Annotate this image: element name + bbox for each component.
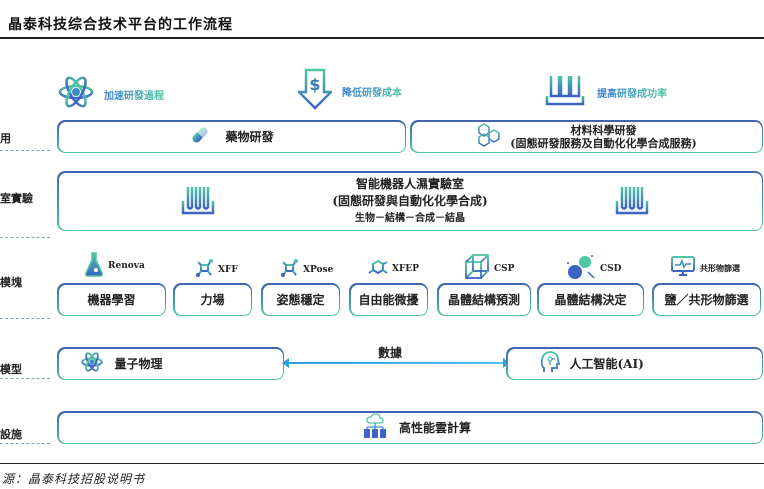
materials-rd-title: 材料科學研發	[570, 123, 637, 137]
module-box-csd: 晶體結構決定	[537, 283, 644, 316]
module-head-csp: CSP	[464, 253, 514, 285]
goal-label: 降低研發成本	[342, 84, 402, 99]
module-name: Renova	[108, 261, 145, 271]
module-head-xff: XFF	[196, 259, 238, 281]
row-label-lab: 室實驗	[0, 192, 33, 205]
row-divider	[0, 443, 50, 444]
module-name: CSP	[494, 264, 515, 274]
drug-rd-label: 藥物研發	[225, 130, 274, 144]
module-name: XFEP	[392, 264, 419, 274]
row-divider	[0, 150, 50, 151]
materials-rd-subtitle: (固態研發服務及自動化化學合成服務)	[510, 136, 697, 150]
module-head-screening: 共形物篩選	[670, 255, 740, 281]
quantum-physics-box: 量子物理	[57, 347, 284, 380]
row-divider	[0, 318, 50, 319]
monitor-icon	[670, 255, 696, 281]
atom-icon	[80, 351, 103, 377]
drug-rd-box: 藥物研發	[57, 120, 406, 153]
module-head-xfep: XFEP	[368, 257, 419, 281]
module-name: XPose	[303, 265, 334, 275]
module-label: 力場	[200, 293, 225, 307]
spheres-icon	[566, 253, 596, 285]
capsule-icon	[189, 124, 211, 150]
page-title: 晶泰科技综合技术平台的工作流程	[8, 17, 233, 33]
test-tubes-icon	[615, 185, 649, 221]
module-box-pose: 姿態穩定	[261, 283, 340, 316]
goal-accelerate: 加速研發過程	[58, 75, 164, 113]
module-label: 晶體結構決定	[554, 293, 627, 307]
data-connector-label: 數據	[378, 346, 403, 360]
module-label: 自由能微擾	[358, 293, 419, 307]
hpc-box: 高性能雲計算	[57, 411, 763, 444]
lab-title: 智能機器人濕實驗室	[355, 176, 464, 191]
module-head-renova: Renova	[84, 251, 145, 281]
network-icon	[368, 257, 388, 281]
row-label-models: 模型	[0, 363, 22, 376]
module-label: 晶體結構預測	[447, 293, 520, 307]
goal-label: 加速研發過程	[104, 87, 164, 102]
cloud-server-icon	[363, 412, 387, 443]
module-box-forcefield: 力場	[173, 283, 252, 316]
ai-label: 人工智能(AI)	[569, 357, 644, 371]
top-rule	[0, 37, 764, 39]
module-box-ml: 機器學習	[57, 283, 166, 316]
goal-success-rate: 提高研發成功率	[543, 74, 667, 110]
lab-pipeline: 生物－結構－合成－結晶	[354, 212, 465, 224]
data-arrow	[285, 362, 505, 364]
test-tubes-icon	[181, 185, 215, 221]
row-divider	[0, 378, 50, 379]
lab-subtitle: (固態研發與自動化化學合成)	[332, 193, 488, 208]
module-box-screening: 鹽／共形物篩選	[652, 283, 761, 316]
materials-rd-box: 材料科學研發 (固態研發服務及自動化化學合成服務)	[410, 120, 763, 153]
module-box-csp: 晶體結構預測	[437, 283, 531, 316]
test-tubes-icon	[543, 74, 587, 110]
module-name: XFF	[218, 265, 238, 275]
module-name: CSD	[600, 264, 622, 274]
molecule-icon	[281, 259, 299, 281]
module-name: 共形物篩選	[700, 262, 740, 273]
goal-label: 提高研發成功率	[597, 85, 667, 100]
svg-text:$: $	[309, 75, 320, 94]
module-head-xpose: XPose	[281, 259, 333, 281]
hpc-label: 高性能雲計算	[398, 421, 471, 435]
ai-head-icon	[540, 350, 560, 378]
row-label-application: 用	[0, 132, 11, 145]
module-box-fep: 自由能微擾	[349, 283, 428, 316]
flask-icon	[84, 251, 104, 281]
ai-box: 人工智能(AI)	[506, 347, 763, 380]
cube-icon	[464, 253, 490, 285]
module-label: 姿態穩定	[276, 293, 325, 307]
row-divider	[0, 237, 50, 238]
molecule-icon	[196, 259, 214, 281]
goal-reduce-cost: $ 降低研發成本	[295, 68, 402, 114]
bottom-rule	[0, 463, 764, 464]
module-label: 機器學習	[87, 293, 136, 307]
module-label: 鹽／共形物篩選	[664, 293, 749, 307]
hexagons-icon	[476, 122, 501, 151]
quantum-physics-label: 量子物理	[114, 357, 163, 371]
row-label-infrastructure: 設施	[0, 428, 22, 441]
atom-icon	[58, 75, 94, 113]
dollar-down-arrow-icon: $	[295, 68, 335, 114]
source-note: 源：晶泰科技招股说明书	[2, 472, 146, 486]
robot-lab-box: 智能機器人濕實驗室 (固態研發與自動化化學合成) 生物－結構－合成－結晶	[57, 171, 763, 231]
module-head-csd: CSD	[566, 253, 621, 285]
row-label-modules: 模塊	[0, 276, 22, 289]
